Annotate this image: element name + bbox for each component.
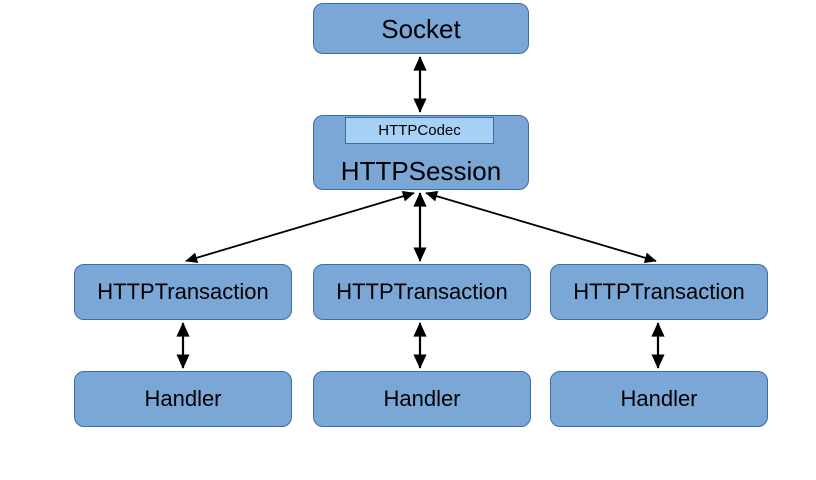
node-httptransaction-0[interactable]: HTTPTransaction [74,264,292,320]
node-httpsession-label: HTTPSession [340,156,502,186]
node-handler-1[interactable]: Handler [313,371,531,427]
node-httptransaction-2[interactable]: HTTPTransaction [550,264,768,320]
node-httpsession[interactable]: HTTPCodec HTTPSession [313,115,529,190]
node-handler-0-label: Handler [144,386,222,411]
edge-session-transaction-2 [425,190,657,264]
node-httptransaction-0-label: HTTPTransaction [97,279,269,304]
node-socket[interactable]: Socket [313,3,529,54]
node-handler-2-label: Handler [620,386,698,411]
node-httpcodec[interactable]: HTTPCodec [345,117,494,144]
node-httptransaction-2-label: HTTPTransaction [573,279,745,304]
node-handler-2[interactable]: Handler [550,371,768,427]
edge-session-transaction-0 [185,191,415,263]
node-socket-label: Socket [381,13,461,44]
node-handler-1-label: Handler [383,386,461,411]
node-httpcodec-label: HTTPCodec [378,122,461,139]
node-handler-0[interactable]: Handler [74,371,292,427]
node-httptransaction-1[interactable]: HTTPTransaction [313,264,531,320]
node-httptransaction-1-label: HTTPTransaction [336,279,508,304]
